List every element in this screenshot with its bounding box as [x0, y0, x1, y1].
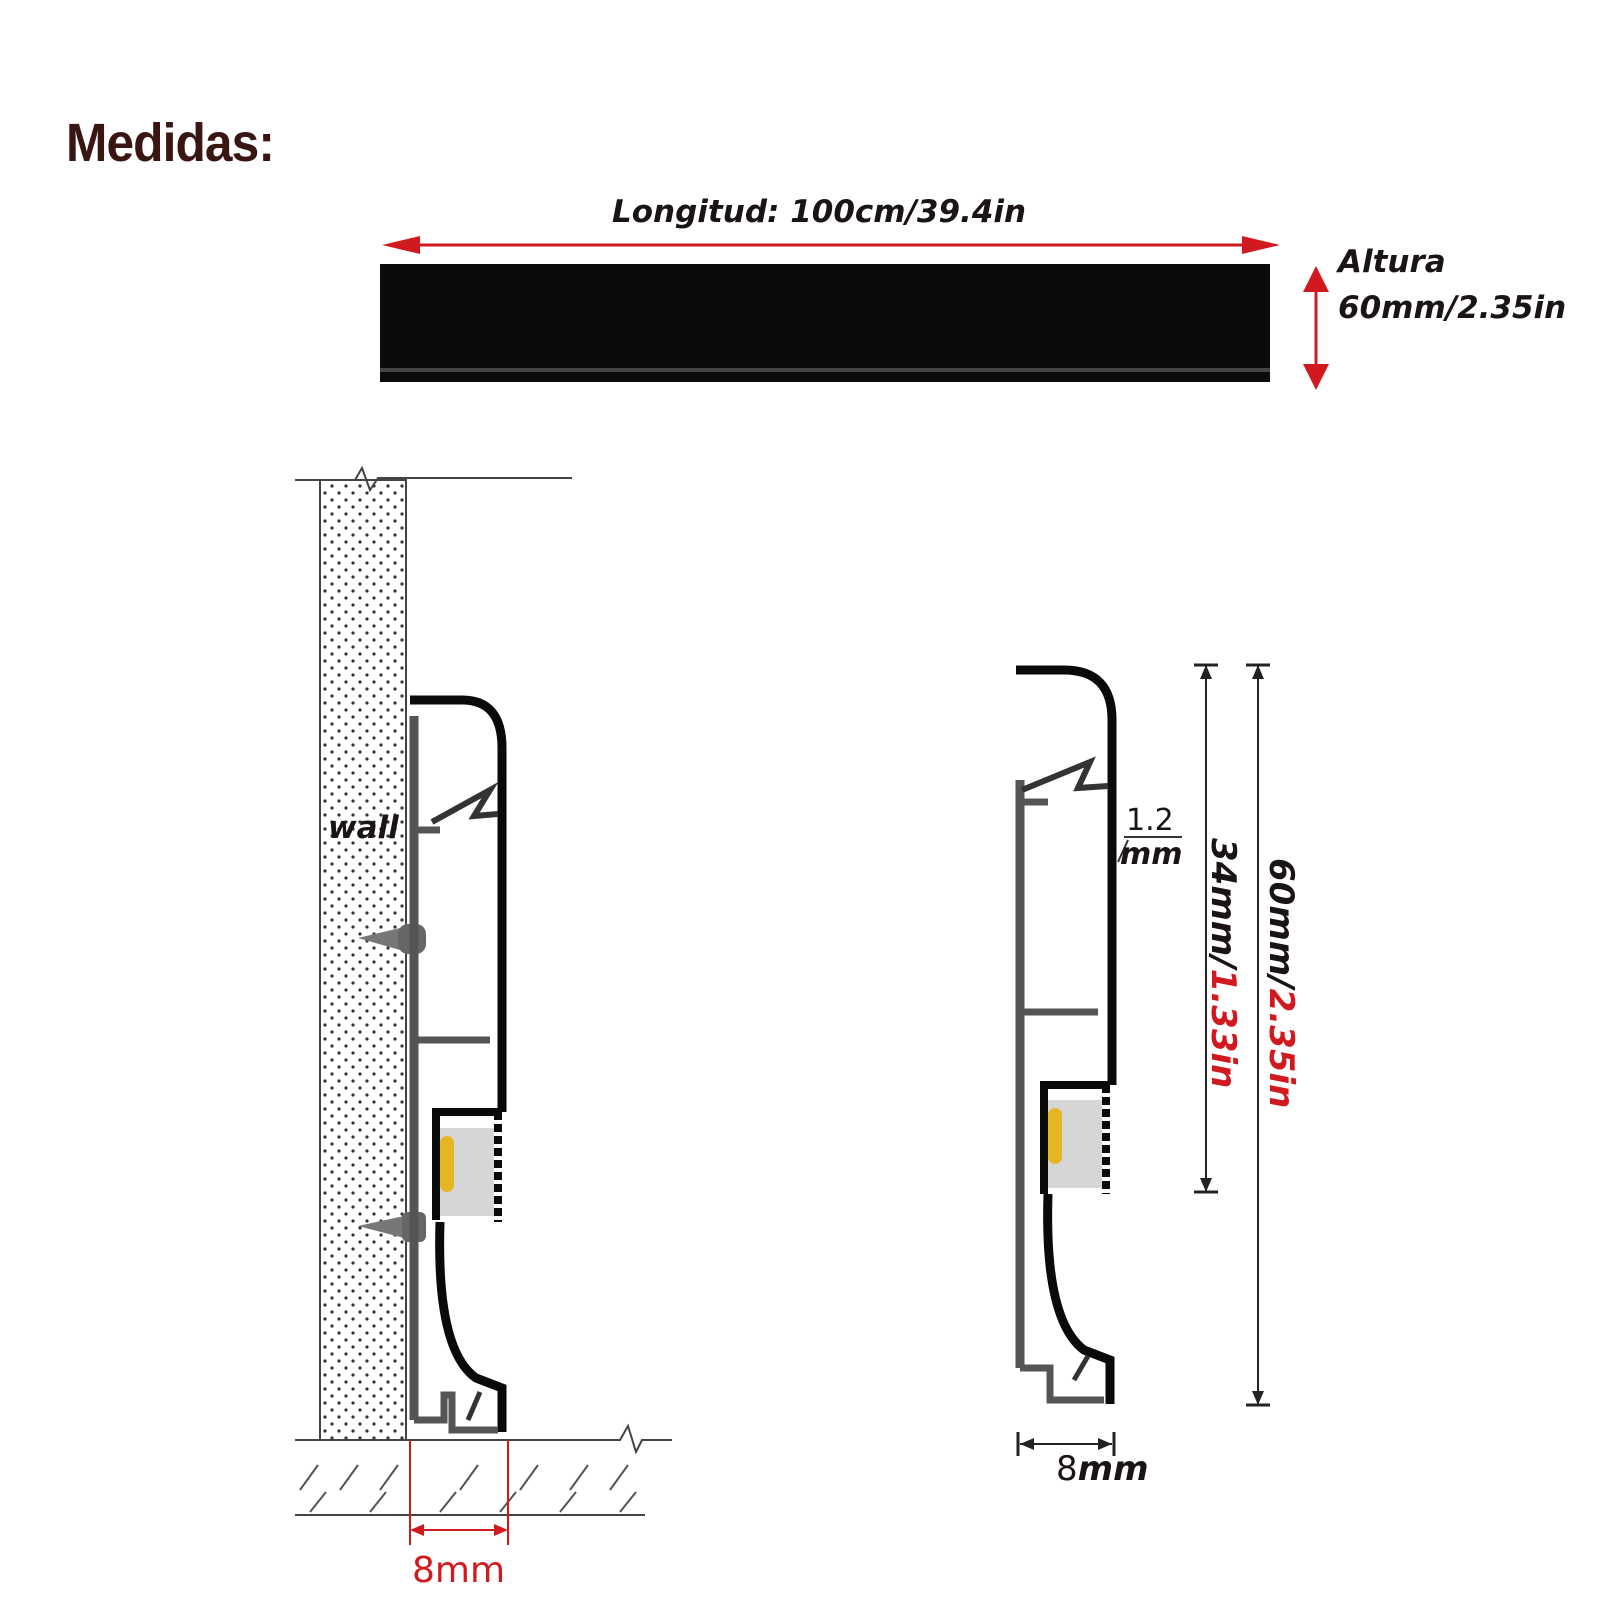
wall-label: wall — [328, 810, 399, 846]
depth-dimension — [1016, 1432, 1116, 1456]
wall-break-line — [295, 465, 572, 493]
gap-dimension — [409, 1440, 509, 1545]
led-chip — [440, 1136, 454, 1192]
total-height-dimension — [1246, 663, 1270, 1407]
strip-highlight — [380, 368, 1270, 372]
thickness-leader — [1117, 839, 1129, 863]
top-view: Longitud: 100cm/39.4in Altura 60mm/2.35i… — [380, 194, 1566, 390]
depth-unit: mm — [1078, 1449, 1149, 1489]
height-arrow — [1303, 266, 1329, 390]
length-label: Longitud: 100cm/39.4in — [612, 194, 1026, 230]
skirting-profile-installed — [409, 695, 507, 1434]
length-arrow — [382, 236, 1280, 254]
depth-value: 8 — [1056, 1449, 1078, 1489]
depth-label: 8mm — [1056, 1449, 1149, 1489]
installed-view: wall — [295, 465, 672, 1591]
total-height-black: 60mm/ — [1261, 858, 1301, 991]
led-chip — [1048, 1108, 1062, 1164]
floor-section — [295, 1423, 672, 1516]
height-label-line1: Altura — [1335, 244, 1446, 280]
inner-height-red: 1.33in — [1203, 969, 1243, 1089]
page-title: Medidas: — [66, 113, 275, 173]
thickness-value: 1.2 — [1126, 803, 1174, 838]
skirting-strip — [380, 264, 1270, 382]
inner-height-black: 34mm/ — [1203, 838, 1243, 971]
wall-section — [319, 479, 407, 1441]
gap-label: 8mm — [412, 1550, 505, 1591]
height-label-line2: 60mm/2.35in — [1338, 290, 1566, 326]
inner-height-label: 34mm/1.33in — [1203, 838, 1243, 1088]
total-height-red: 2.35in — [1261, 989, 1301, 1109]
profile-view: 1.2 mm 34mm/1.33in 60mm/2.35in — [1015, 663, 1301, 1489]
thickness-unit: mm — [1120, 837, 1183, 872]
skirting-profile — [1015, 665, 1117, 1404]
total-height-label: 60mm/2.35in — [1261, 858, 1301, 1108]
inner-height-dimension — [1194, 663, 1218, 1194]
